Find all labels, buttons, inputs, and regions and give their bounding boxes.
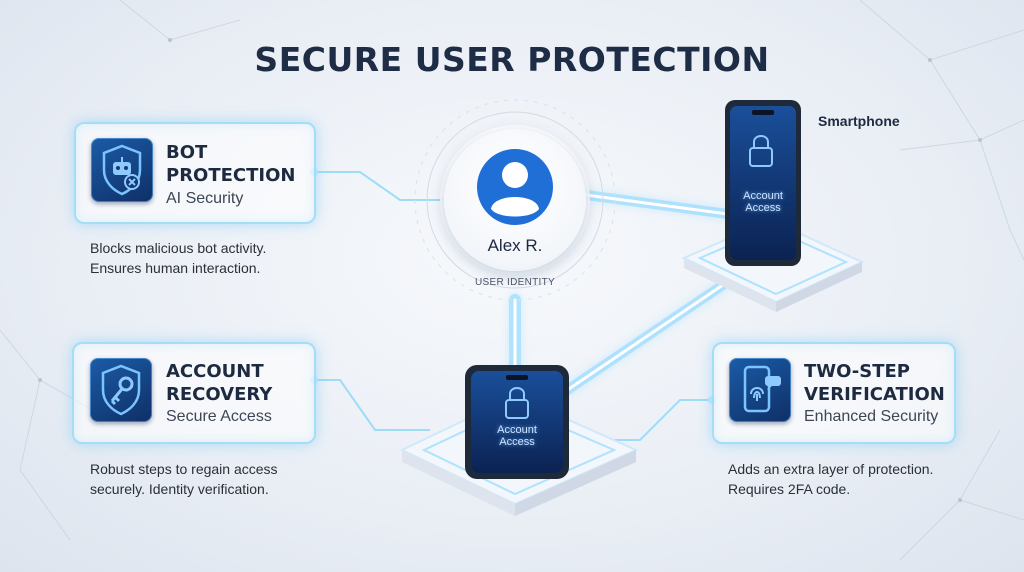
bot-protection-title-line2: PROTECTION	[166, 165, 296, 186]
account-recovery-desc-line2: securely. Identity verification.	[90, 481, 269, 497]
bot-protection-title-line1: BOT	[166, 142, 208, 163]
two-step-subtitle: Enhanced Security	[804, 408, 939, 425]
two-step-title-line1: TWO-STEP	[804, 361, 910, 382]
user-avatar	[444, 129, 586, 271]
user-identity-caption: USER IDENTITY	[474, 277, 556, 288]
center-phone-screen-text: Account Access	[497, 424, 537, 448]
bot-protection-subtitle: AI Security	[166, 190, 244, 207]
fingerprint-phone-icon	[729, 358, 791, 422]
account-recovery-desc-line1: Robust steps to regain access	[90, 461, 278, 477]
key-shield-icon	[90, 358, 152, 422]
two-step-title-line2: VERIFICATION	[804, 384, 945, 405]
user-name: Alex R.	[487, 236, 543, 255]
smartphone-screen-text: Account Access	[743, 190, 783, 214]
two-step-desc-line1: Adds an extra layer of protection.	[728, 461, 934, 477]
account-recovery-title-line2: RECOVERY	[166, 384, 273, 405]
user-icon	[477, 149, 553, 225]
two-step-desc-line2: Requires 2FA code.	[728, 481, 851, 497]
robot-shield-icon	[91, 138, 153, 202]
bot-protection-desc-line1: Blocks malicious bot activity.	[90, 240, 267, 256]
smartphone-label: Smartphone	[818, 113, 900, 129]
account-recovery-subtitle: Secure Access	[166, 408, 272, 425]
bot-protection-desc-line2: Ensures human interaction.	[90, 260, 261, 276]
page-title: SECURE USER PROTECTION	[254, 40, 770, 79]
account-recovery-title-line1: ACCOUNT	[166, 361, 264, 382]
